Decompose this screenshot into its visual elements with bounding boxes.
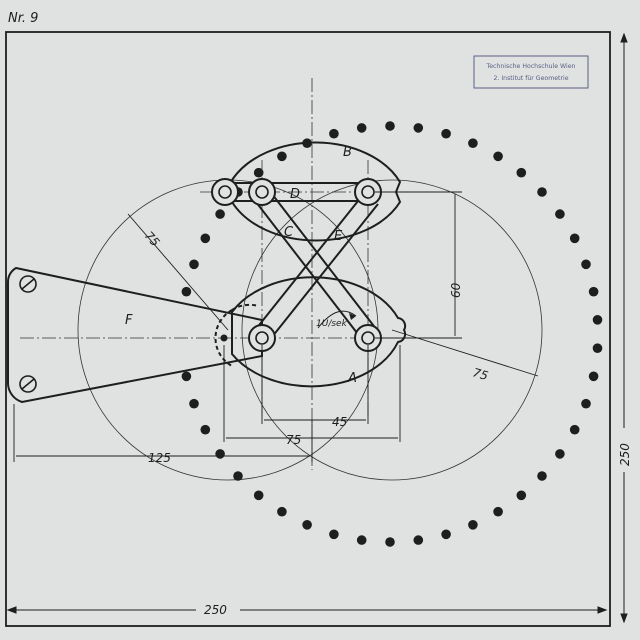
ring-hole [537, 187, 547, 197]
ring-hole [555, 449, 565, 459]
ring-hole [200, 233, 211, 244]
hub-arc-dashed-2 [214, 309, 233, 367]
ring-hole [516, 167, 527, 178]
radius-left-line [127, 213, 229, 331]
stamp-line-2: 2. Institut für Geometrie [493, 75, 568, 82]
dimension-75-text: 75 [286, 433, 301, 447]
label-b: B [343, 145, 352, 160]
ring-hole [468, 138, 478, 148]
pivot-bottom-right [354, 324, 382, 352]
label-a: A [347, 371, 357, 386]
dimension-125 [13, 404, 313, 462]
institute-stamp: Technische Hochschule Wien 2. Institut f… [473, 55, 589, 89]
ring-hole [181, 286, 192, 297]
ring-hole [253, 490, 264, 501]
pivot-bottom-left [248, 324, 276, 352]
link-e-edge-2 [267, 203, 379, 343]
ring-hole [302, 520, 312, 530]
stamp-line-1: Technische Hochschule Wien [486, 63, 576, 70]
arm-f-outline [6, 266, 263, 404]
dimension-250-height-mask [614, 428, 634, 472]
ring-hole [215, 209, 225, 219]
ring-hole [356, 535, 367, 545]
ring-hole [413, 123, 424, 133]
ring-hole [537, 471, 547, 481]
rotation-arrow [317, 310, 357, 329]
ring-hole [441, 529, 451, 540]
rpm-label: 1U/sek [316, 319, 348, 329]
label-e: E [334, 229, 343, 244]
ring-hole [329, 128, 339, 139]
circle-right-r75 [241, 179, 543, 481]
ring-hole [468, 520, 478, 530]
dimension-250-width [6, 606, 608, 614]
link-c-edge-2 [271, 193, 381, 335]
dimensions-45-75 [223, 345, 401, 442]
pivot-top-mid [248, 178, 276, 206]
ring-hole [588, 371, 599, 382]
ring-hole [581, 398, 591, 409]
ring-hole [189, 259, 199, 270]
ring-hole [555, 209, 565, 219]
ring-hole [569, 233, 580, 244]
pivot-top-left [211, 178, 239, 206]
drawing-frame [5, 31, 611, 627]
radius-right-line [391, 329, 539, 377]
ring-hole [189, 398, 199, 409]
ring-hole [569, 424, 580, 435]
dimension-60-text: 60 [449, 282, 463, 298]
link-e-edge-1 [251, 195, 363, 335]
hub-arc-dashed [231, 303, 259, 311]
sheet-number: Nr. 9 [8, 11, 38, 26]
ring-hole [181, 371, 192, 382]
link-c-edge-1 [255, 201, 365, 343]
label-d: D [290, 187, 300, 202]
ring-hole [493, 151, 503, 162]
ring-hole [356, 123, 367, 133]
lobe-b-outline [231, 141, 402, 242]
crossed-links [225, 182, 381, 343]
dimension-250-height [620, 32, 628, 624]
ring-hole [493, 506, 503, 517]
ring-hole [592, 343, 603, 354]
ring-hole [200, 424, 211, 435]
ring-hole [277, 151, 287, 162]
label-f: F [125, 313, 133, 328]
ring-hole [592, 315, 603, 325]
ring-hole [277, 506, 287, 517]
ring-hole [253, 167, 264, 178]
rotation-arrow-head [349, 313, 356, 320]
ring-hole [385, 537, 395, 547]
ring-hole [413, 535, 424, 545]
ring-hole [233, 471, 243, 481]
dimension-45-text: 45 [332, 415, 347, 429]
ring-hole [329, 529, 339, 540]
ring-hole [215, 449, 225, 459]
pivots [211, 178, 382, 352]
arm-f-screws [19, 275, 37, 393]
dimension-250-width-text: 250 [204, 603, 227, 617]
dimension-125-text: 125 [148, 451, 171, 465]
dimension-250-width-mask [196, 600, 240, 618]
ring-hole [581, 259, 591, 270]
hub-center-dot [220, 334, 228, 342]
lobe-a-outline [231, 276, 407, 388]
ring-hole [588, 286, 599, 297]
dimension-250-height-text: 250 [618, 443, 632, 466]
radius-right-text: 75 [471, 365, 490, 383]
ring-hole [385, 121, 395, 131]
label-c: C [284, 225, 294, 240]
ring-hole [441, 128, 451, 139]
ring-hole [516, 490, 527, 501]
dotted-hole-ring [181, 121, 603, 547]
